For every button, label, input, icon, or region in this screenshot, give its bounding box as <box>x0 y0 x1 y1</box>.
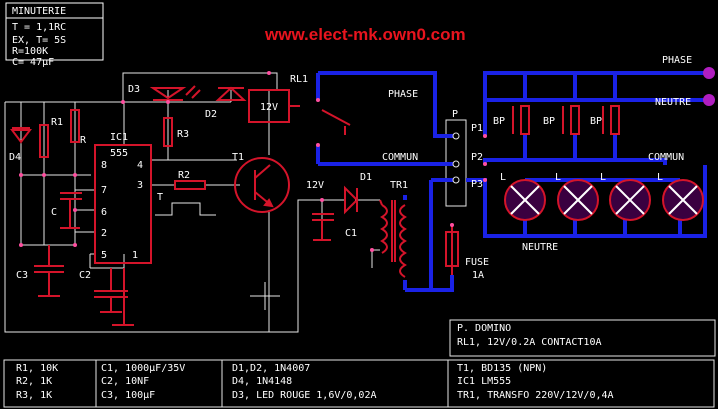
resistor-r3 <box>163 117 173 147</box>
label-p3: P3 <box>471 179 483 190</box>
label-r1: R1 <box>51 117 63 128</box>
label-lamp-2: L <box>555 172 561 183</box>
label-pin2: 2 <box>101 228 107 239</box>
label-r2: R2 <box>178 170 190 181</box>
label-d2: D2 <box>205 109 217 120</box>
parts-table: R1, 10K R2, 1K R3, 1K C1, 1000µF/35V C2,… <box>16 363 614 401</box>
diode-d4 <box>10 129 32 144</box>
label-phase-mid: PHASE <box>388 89 418 100</box>
label-pin6: 6 <box>101 207 107 218</box>
resistor-r <box>70 109 80 143</box>
transformer-tr1 <box>380 204 388 254</box>
parts-cell: IC1 LM555 <box>457 376 511 387</box>
pushbutton-1 <box>520 105 530 135</box>
mains-wiring <box>316 71 707 292</box>
parts-cell: R2, 1K <box>16 376 52 387</box>
label-pin8: 8 <box>101 160 107 171</box>
label-pin5: 5 <box>101 250 107 261</box>
parts-cell: C1, 1000µF/35V <box>101 363 185 374</box>
title-box-title: MINUTERIE <box>12 6 66 17</box>
lamp-4 <box>662 179 704 221</box>
label-fuse: FUSE <box>465 257 489 268</box>
parts-cell: D4, 1N4148 <box>232 376 292 387</box>
label-bp-2: BP <box>543 116 555 127</box>
r-value: R=100K <box>12 46 48 57</box>
lamps <box>504 179 704 221</box>
label-bp-1: BP <box>493 116 505 127</box>
resistor-r1 <box>39 124 49 158</box>
components <box>10 85 620 326</box>
label-pin1: 1 <box>132 250 138 261</box>
labels: PHASE NEUTRE PHASE COMMUN COMMUN NEUTRE … <box>9 55 692 281</box>
label-r3: R3 <box>177 129 189 140</box>
label-supply-12v: 12V <box>306 180 324 191</box>
label-t-pulse: T <box>157 192 163 203</box>
parts-cell: C2, 10NF <box>101 376 149 387</box>
label-r: R <box>80 135 87 146</box>
label-c3: C3 <box>16 270 28 281</box>
parts-cell: D3, LED ROUGE 1,6V/0,02A <box>232 390 377 401</box>
label-neutre-bottom: NEUTRE <box>522 242 558 253</box>
author-box: P. DOMINO RL1, 12V/0.2A CONTACT10A <box>457 323 602 348</box>
label-commun-left: COMMUN <box>382 152 418 163</box>
label-c: C <box>51 207 57 218</box>
pushbutton-3 <box>610 105 620 135</box>
label-commun-right: COMMUN <box>648 152 684 163</box>
label-d4: D4 <box>9 152 21 163</box>
pushbutton-2 <box>570 105 580 135</box>
label-c1: C1 <box>345 228 357 239</box>
author-name: P. DOMINO <box>457 323 511 334</box>
relay-spec: RL1, 12V/0.2A CONTACT10A <box>457 337 602 348</box>
label-ic1: IC1 <box>110 132 128 143</box>
label-d3: D3 <box>128 84 140 95</box>
resistor-r2 <box>174 180 206 190</box>
diode-d2 <box>215 86 247 101</box>
label-fuse-rating: 1A <box>472 270 484 281</box>
label-p2: P2 <box>471 152 483 163</box>
label-relay-voltage: 12V <box>260 102 278 113</box>
control-wiring <box>3 72 716 408</box>
parts-cell: C3, 100µF <box>101 390 155 401</box>
label-lamp-3: L <box>600 172 606 183</box>
transistor-t1 <box>234 157 290 213</box>
label-bp-3: BP <box>590 116 602 127</box>
label-neutre-top: NEUTRE <box>655 97 691 108</box>
label-lamp-1: L <box>500 172 506 183</box>
title-box: MINUTERIE T = 1,1RC EX, T= 5S R=100K C= … <box>5 2 104 68</box>
phase-terminal <box>703 67 715 79</box>
c-value: C= 47µF <box>12 57 54 68</box>
diode-d1 <box>344 185 359 215</box>
lamp-1 <box>504 179 546 221</box>
label-pin3: 3 <box>137 180 143 191</box>
label-tr1: TR1 <box>390 180 408 191</box>
label-rl1: RL1 <box>290 74 308 85</box>
label-p1: P1 <box>471 123 483 134</box>
label-p: P <box>452 109 458 120</box>
parts-cell: R3, 1K <box>16 390 52 401</box>
parts-cell: D1,D2, 1N4007 <box>232 363 310 374</box>
label-pin4: 4 <box>137 160 143 171</box>
parts-cell: R1, 10K <box>16 363 58 374</box>
label-ic-part: 555 <box>110 148 128 159</box>
label-lamp-4: L <box>657 172 663 183</box>
led-d3 <box>149 87 187 100</box>
parts-cell: TR1, TRANSFO 220V/12V/0,4A <box>457 390 614 401</box>
label-t1: T1 <box>232 152 244 163</box>
label-phase-top: PHASE <box>662 55 692 66</box>
label-pin7: 7 <box>101 185 107 196</box>
lamp-2 <box>557 179 599 221</box>
lamp-3 <box>609 179 651 221</box>
label-d1: D1 <box>360 172 372 183</box>
parts-cell: T1, BD135 (NPN) <box>457 363 547 374</box>
label-c2: C2 <box>79 270 91 281</box>
timer-formula: T = 1,1RC <box>12 22 66 33</box>
ic1-555 <box>94 144 152 264</box>
neutre-terminal <box>703 94 715 106</box>
website-url: www.elect-mk.own0.com <box>264 25 466 44</box>
timer-example: EX, T= 5S <box>12 35 66 46</box>
